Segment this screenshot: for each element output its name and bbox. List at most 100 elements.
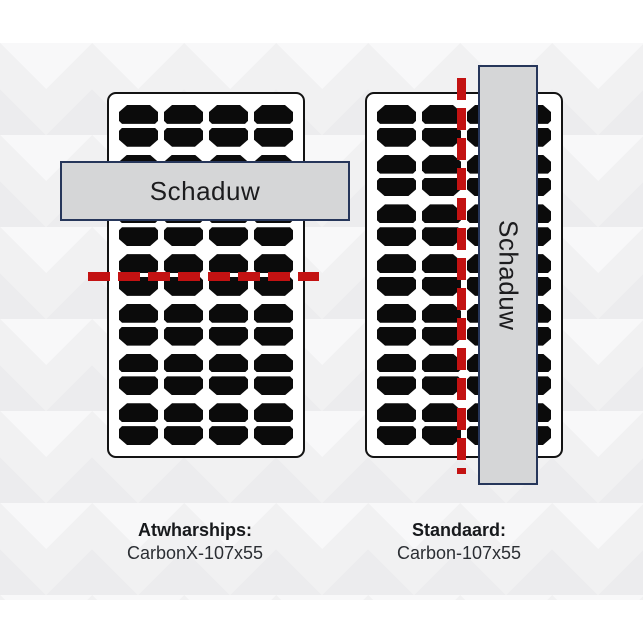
solar-cell (254, 254, 293, 296)
solar-cell-lower-half (422, 178, 461, 197)
solar-cell-lower-half (377, 376, 416, 395)
solar-cell-lower-half (254, 376, 293, 395)
solar-cell-lower-half (164, 327, 203, 346)
shadow-bar-horizontal: Schaduw (60, 161, 350, 221)
solar-cell-lower-half (422, 277, 461, 296)
solar-cell (254, 304, 293, 346)
solar-cell (164, 354, 203, 396)
solar-cell-lower-half (377, 128, 416, 147)
solar-cell-lower-half (254, 426, 293, 445)
solar-cell (119, 304, 158, 346)
shadow-bar-vertical: Schaduw (478, 65, 538, 485)
solar-cell-upper-half (164, 105, 203, 124)
solar-cell-upper-half (422, 204, 461, 223)
solar-cell-lower-half (377, 426, 416, 445)
solar-cell (119, 105, 158, 147)
solar-cell-upper-half (164, 354, 203, 373)
solar-cell-upper-half (254, 354, 293, 373)
solar-cell-lower-half (209, 277, 248, 296)
solar-cell-upper-half (164, 304, 203, 323)
solar-cell-upper-half (254, 105, 293, 124)
solar-cell (209, 403, 248, 445)
solar-cell-upper-half (422, 304, 461, 323)
solar-cell (119, 354, 158, 396)
solar-cell (422, 254, 461, 296)
solar-cell-lower-half (164, 277, 203, 296)
solar-cell (422, 403, 461, 445)
solar-cell (164, 254, 203, 296)
solar-cell-upper-half (119, 403, 158, 422)
solar-cell-lower-half (422, 227, 461, 246)
solar-cell (254, 105, 293, 147)
solar-cell-lower-half (377, 178, 416, 197)
solar-cell-upper-half (119, 304, 158, 323)
solar-cell-upper-half (422, 403, 461, 422)
shadow-label-left: Schaduw (149, 175, 261, 206)
solar-cell-upper-half (209, 105, 248, 124)
solar-cell (119, 254, 158, 296)
solar-cell-upper-half (254, 304, 293, 323)
solar-cell-upper-half (422, 155, 461, 174)
solar-cell-upper-half (119, 254, 158, 273)
solar-cell (254, 354, 293, 396)
solar-cell-lower-half (119, 376, 158, 395)
solar-cell (422, 155, 461, 197)
solar-cell (254, 403, 293, 445)
solar-cell-upper-half (377, 254, 416, 273)
solar-cell (377, 155, 416, 197)
solar-cell-lower-half (119, 277, 158, 296)
solar-cell (209, 254, 248, 296)
solar-cell-lower-half (422, 327, 461, 346)
solar-cell-lower-half (119, 128, 158, 147)
solar-cell (422, 204, 461, 246)
solar-cell-upper-half (254, 403, 293, 422)
solar-cell-lower-half (254, 227, 293, 246)
solar-cell (209, 304, 248, 346)
shadow-label-right: Schaduw (493, 219, 524, 331)
solar-cell-upper-half (119, 105, 158, 124)
solar-cell-lower-half (119, 426, 158, 445)
solar-cell-lower-half (119, 327, 158, 346)
solar-cell-lower-half (164, 128, 203, 147)
solar-cell-lower-half (164, 227, 203, 246)
solar-cell-upper-half (422, 105, 461, 124)
solar-cell-lower-half (422, 376, 461, 395)
solar-cell-lower-half (164, 376, 203, 395)
solar-cell (119, 403, 158, 445)
caption-right: Standaard: Carbon-107x55 (339, 519, 579, 565)
solar-cell-lower-half (377, 327, 416, 346)
solar-cell-upper-half (209, 354, 248, 373)
solar-cell (422, 304, 461, 346)
solar-cell (377, 105, 416, 147)
solar-cell-lower-half (377, 277, 416, 296)
solar-cell-upper-half (119, 354, 158, 373)
caption-left: Atwharships: CarbonX-107x55 (75, 519, 315, 565)
solar-cell (377, 254, 416, 296)
solar-cell-upper-half (164, 403, 203, 422)
solar-cell (209, 105, 248, 147)
red-dashed-line-vertical (457, 78, 466, 474)
solar-cell-upper-half (209, 304, 248, 323)
solar-cell-lower-half (209, 128, 248, 147)
solar-cell-upper-half (377, 403, 416, 422)
solar-cell-upper-half (422, 354, 461, 373)
solar-cell-upper-half (377, 155, 416, 174)
solar-cell-lower-half (164, 426, 203, 445)
solar-cell (422, 354, 461, 396)
solar-cell-lower-half (119, 227, 158, 246)
solar-cell (377, 403, 416, 445)
caption-left-title: Atwharships: (137, 520, 252, 540)
caption-left-model: CarbonX-107x55 (126, 543, 264, 563)
solar-cell-upper-half (209, 254, 248, 273)
solar-cell-lower-half (209, 376, 248, 395)
solar-cell (164, 304, 203, 346)
solar-cell-lower-half (209, 227, 248, 246)
solar-cell-lower-half (377, 227, 416, 246)
solar-cell-lower-half (254, 128, 293, 147)
solar-cell (377, 354, 416, 396)
solar-cell-lower-half (209, 327, 248, 346)
solar-cell-upper-half (377, 304, 416, 323)
solar-cell-lower-half (422, 128, 461, 147)
solar-cell (377, 204, 416, 246)
